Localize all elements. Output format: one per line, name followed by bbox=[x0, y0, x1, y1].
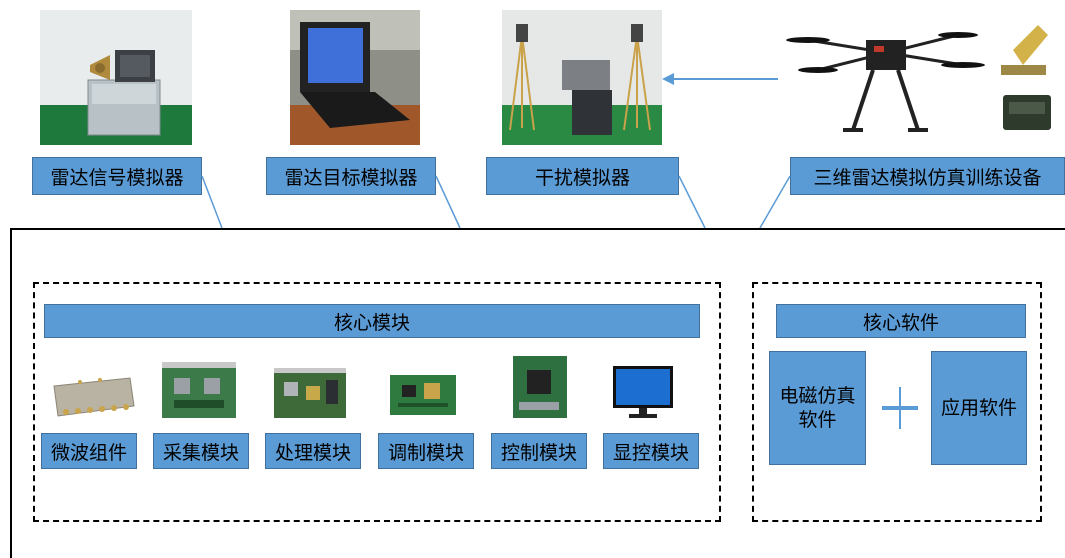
device-label-radar-target-simulator: 雷达目标模拟器 bbox=[266, 157, 436, 195]
radar-signal-simulator-photo bbox=[40, 10, 192, 145]
main-frame bbox=[10, 228, 1065, 558]
processing-module-image bbox=[272, 364, 348, 422]
core-modules-title: 核心模块 bbox=[44, 304, 700, 338]
application-software-box: 应用软件 bbox=[931, 351, 1027, 465]
module-label-microwave-component: 微波组件 bbox=[41, 433, 137, 469]
module-label-modulation: 调制模块 bbox=[378, 433, 474, 469]
jamming-simulator-photo bbox=[502, 10, 662, 145]
acquisition-module-image bbox=[160, 358, 238, 422]
radar-target-simulator-photo bbox=[290, 10, 420, 145]
connector-lines bbox=[201, 175, 791, 229]
module-label-processing: 处理模块 bbox=[265, 433, 361, 469]
modulation-module-image bbox=[388, 371, 458, 419]
equipment-photo bbox=[993, 10, 1065, 135]
display-control-module-image bbox=[611, 364, 675, 422]
core-modules-group bbox=[33, 282, 721, 522]
module-label-display-control: 显控模块 bbox=[603, 433, 699, 469]
em-simulation-software-box: 电磁仿真 软件 bbox=[769, 351, 866, 465]
device-label-radar-signal-simulator: 雷达信号模拟器 bbox=[32, 157, 202, 195]
core-software-group bbox=[752, 282, 1042, 522]
device-label-jamming-simulator: 干扰模拟器 bbox=[486, 157, 679, 195]
device-label-3d-radar-training-equipment: 三维雷达模拟仿真训练设备 bbox=[790, 157, 1065, 195]
plus-icon bbox=[882, 387, 918, 429]
arrow-drone-to-jammer bbox=[662, 73, 778, 85]
drone-photo bbox=[778, 10, 993, 140]
control-module-image bbox=[511, 352, 569, 422]
module-label-acquisition: 采集模块 bbox=[153, 433, 249, 469]
module-label-control: 控制模块 bbox=[491, 433, 587, 469]
microwave-component-image bbox=[50, 372, 136, 422]
core-software-title: 核心软件 bbox=[776, 304, 1026, 338]
